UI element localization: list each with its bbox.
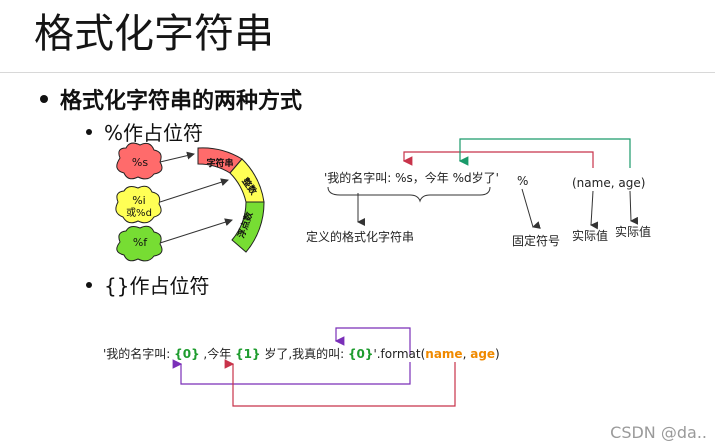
fmt-placeholder-0b: {0} (348, 347, 374, 361)
bullet-brace-text: {}作占位符 (104, 274, 210, 298)
label-fixed-symbol: 固定符号 (512, 234, 561, 248)
fmt-part4: '.format( (373, 347, 426, 361)
fmt-part1: '我的名字叫: (103, 347, 175, 361)
fmt-part3: 岁了,我真的叫: (260, 347, 348, 361)
blob-f (116, 225, 163, 262)
arrow-name-to-ph0-lower (172, 359, 411, 385)
blob-i (115, 185, 162, 224)
arrow-actual1 (590, 190, 599, 230)
format-string: '我的名字叫: %s，今年 %d岁了' (324, 171, 499, 185)
seg-float (231, 201, 265, 253)
seg-string-label: 字符串 (206, 157, 233, 169)
bullet-main: 格式化字符串的两种方式 (40, 86, 302, 118)
arrow-age-to-d (458, 138, 631, 168)
bullet-brace: {}作占位符 (86, 272, 209, 300)
label-actual-value-1: 实际值 (572, 229, 609, 243)
watermark: CSDN @da.. (610, 423, 707, 442)
arrow-i (159, 178, 229, 203)
slide-title: 格式化字符串 (34, 11, 274, 57)
bullet-dot (86, 128, 92, 135)
value-tuple: (name, age) (572, 176, 646, 190)
fmt-sep: , (462, 347, 471, 361)
percent-format-diagram (327, 138, 639, 230)
placeholder-type-diagram: %s %i 或%d %f 字符串 整数 浮点数 (115, 142, 265, 262)
blob-i-label1: %i (132, 194, 146, 207)
fmt-placeholder-1: {1} (235, 347, 261, 361)
title-divider (0, 72, 715, 73)
blob-i-label2: 或%d (126, 207, 152, 219)
arrow-name-to-ph0-upper (334, 327, 411, 355)
arrow-fixed (521, 188, 541, 229)
fmt-part2: ,今年 (199, 347, 236, 361)
arrow-age-to-ph1 (224, 359, 456, 407)
arrow-actual2 (629, 190, 639, 225)
bullet-percent: %作占位符 (86, 119, 203, 147)
bullet-dot (86, 281, 92, 288)
arrow-f (159, 218, 233, 244)
bullet-main-text: 格式化字符串的两种方式 (60, 89, 303, 114)
format-expression: '我的名字叫: {0} ,今年 {1} 岁了,我真的叫: {0}'.format… (103, 346, 500, 362)
percent-sign: % (517, 174, 529, 188)
fmt-part5: ) (495, 347, 500, 361)
label-actual-value-2: 实际值 (615, 225, 652, 239)
arrow-name-to-s (402, 151, 594, 168)
blob-f-label: %f (133, 236, 148, 249)
arrow-s (159, 151, 195, 163)
fmt-arg-name: name (425, 347, 463, 361)
format-method-diagram (172, 327, 456, 407)
fmt-arg-age: age (470, 347, 496, 361)
blob-s-label: %s (132, 156, 148, 169)
bullet-dot (40, 95, 48, 103)
fmt-placeholder-0: {0} (174, 347, 200, 361)
brace (327, 186, 491, 203)
bullet-percent-text: %作占位符 (104, 121, 204, 145)
label-defined-format: 定义的格式化字符串 (306, 230, 415, 244)
